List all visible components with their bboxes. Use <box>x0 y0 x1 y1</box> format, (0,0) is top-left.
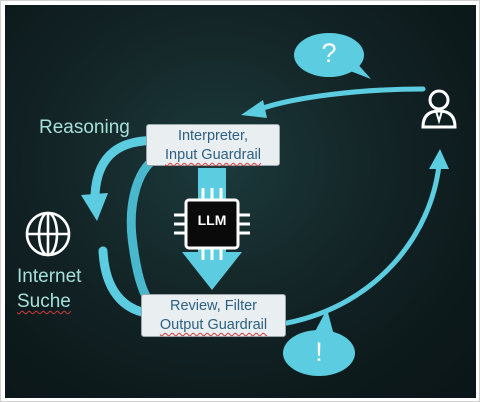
answer-bubble <box>283 309 355 376</box>
reasoning-label: Reasoning <box>39 117 130 138</box>
exclamation-mark: ! <box>315 337 323 367</box>
output-to-user-arrowhead <box>429 149 449 169</box>
llm-label: LLM <box>197 212 227 228</box>
input-box-line1: Interpreter, <box>177 128 249 144</box>
input-box-line2: Input Guardrail <box>165 147 261 163</box>
input-guardrail-box: Interpreter, Input Guardrail <box>146 124 280 166</box>
llm-flow-arrowhead <box>182 252 242 290</box>
question-bubble <box>294 33 371 79</box>
output-box-line2: Output Guardrail <box>159 317 268 333</box>
output-guardrail-box: Review, Filter Output Guardrail <box>141 294 286 337</box>
diagram-canvas: Reasoning Internet Suche Interpreter, In… <box>5 5 476 398</box>
reasoning-loop-arrowhead <box>81 193 108 221</box>
question-mark: ? <box>321 38 337 68</box>
output-box-line1: Review, Filter <box>169 298 258 314</box>
diagram-artwork <box>25 33 457 376</box>
globe-icon <box>25 211 71 257</box>
user-to-input-arrow <box>257 86 426 112</box>
internet-search-label: Internet Suche <box>17 267 81 311</box>
internet-label-line2: Suche <box>17 291 71 312</box>
user-icon <box>421 89 457 129</box>
internet-label-line1: Internet <box>17 266 82 287</box>
reasoning-loop-inner-arc <box>126 150 168 308</box>
user-to-input-arrowhead <box>241 100 267 118</box>
chip-icon <box>174 188 250 260</box>
reasoning-loop-lower-arc <box>98 246 152 318</box>
output-to-user-arrow <box>284 162 442 326</box>
